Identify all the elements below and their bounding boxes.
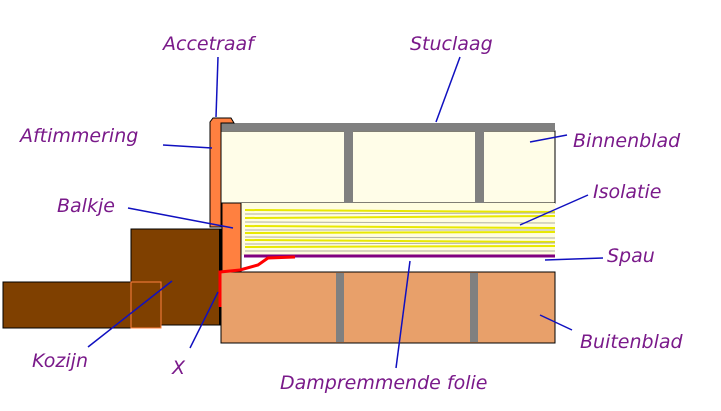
buitenblad [220,271,556,344]
isolatie [241,203,556,255]
label-stuclaag: Stuclaag [410,33,493,55]
kit-x [218,255,296,307]
aftimmering [209,117,235,228]
label-accetraaf: Accetraaf [161,33,257,55]
label-binnenblad: Binnenblad [573,130,681,152]
label-aftimmering: Aftimmering [18,125,138,147]
balkje [221,202,242,273]
label-spau: Spau [607,245,655,267]
label-x: X [171,357,186,379]
label-balkje: Balkje [57,195,115,217]
label-kozijn: Kozijn [32,350,88,372]
label-buitenblad: Buitenblad [580,331,684,353]
stuclaag [221,123,555,131]
label-dampremmende-folie: Dampremmende folie [280,372,487,394]
label-isolatie: Isolatie [593,181,661,203]
leader-lines [87,56,604,369]
kozijn [2,228,222,329]
binnenblad [220,130,556,204]
